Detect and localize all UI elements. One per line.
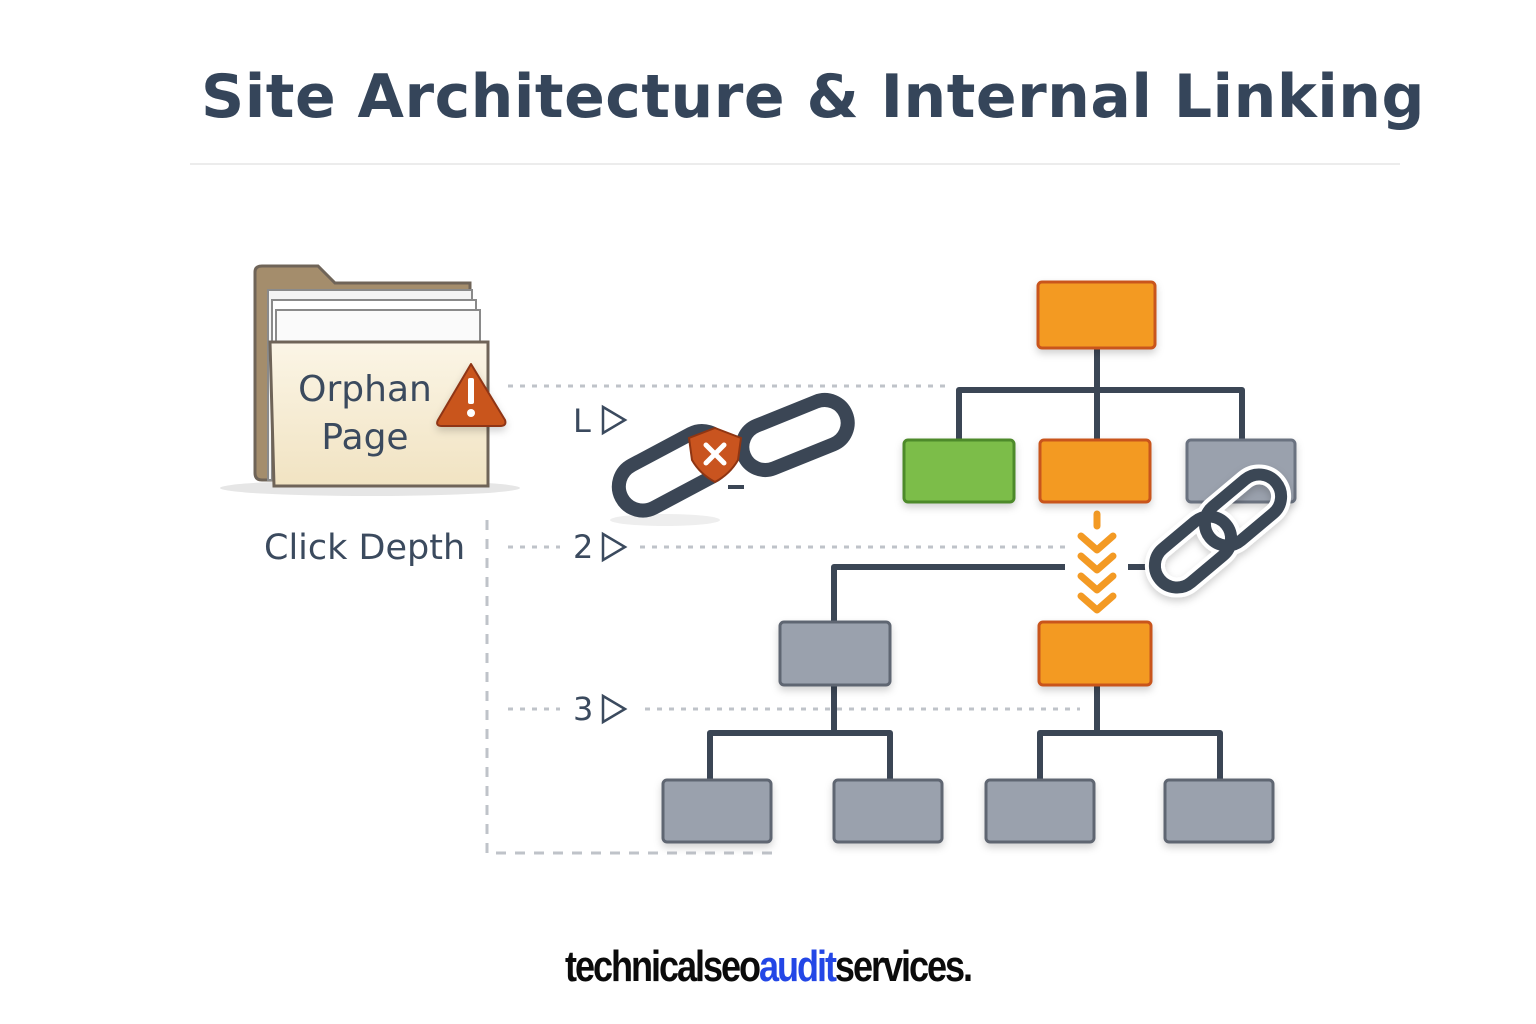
brand-part-2: audit — [758, 942, 837, 991]
page-title: Site Architecture & Internal Linking — [201, 62, 1425, 132]
orphan-folder-icon — [220, 264, 520, 496]
orphan-page-label: Orphan Page — [285, 366, 445, 462]
subcategory-node-orange — [1037, 620, 1153, 687]
orphan-label-line1: Orphan — [298, 369, 432, 410]
level-2-label: 2 — [573, 528, 594, 566]
leaf-node-1 — [661, 778, 773, 844]
brand-logo: technicalseoauditservices. — [138, 942, 1398, 992]
brand-part-1: technicalseo — [565, 942, 761, 991]
flow-arrows-icon — [1077, 510, 1117, 614]
orphan-label-line2: Page — [321, 417, 409, 458]
level-3-label: 3 — [573, 690, 594, 728]
brand-part-3: services. — [834, 942, 973, 991]
depth-bracket — [485, 520, 780, 855]
title-divider — [190, 163, 1400, 165]
click-depth-label: Click Depth — [264, 528, 466, 568]
level-3-arrow-icon — [601, 693, 628, 725]
leaf-node-4 — [1163, 778, 1275, 844]
depth-guides — [485, 384, 1080, 855]
root-node — [1036, 280, 1157, 350]
warning-triangle-icon — [436, 363, 507, 427]
level-1-arrow-icon — [601, 404, 628, 436]
broken-chain-icon — [610, 393, 855, 526]
level-2-arrow-icon — [601, 531, 628, 563]
level-1-label: L — [573, 402, 591, 440]
subcategory-node-gray — [778, 620, 892, 687]
category-node-orange — [1038, 438, 1152, 504]
leaf-node-3 — [984, 778, 1096, 844]
tree-connectors — [707, 348, 1245, 780]
category-node-green — [902, 438, 1016, 504]
chain-link-icon — [1144, 464, 1292, 598]
leaf-node-2 — [832, 778, 944, 844]
